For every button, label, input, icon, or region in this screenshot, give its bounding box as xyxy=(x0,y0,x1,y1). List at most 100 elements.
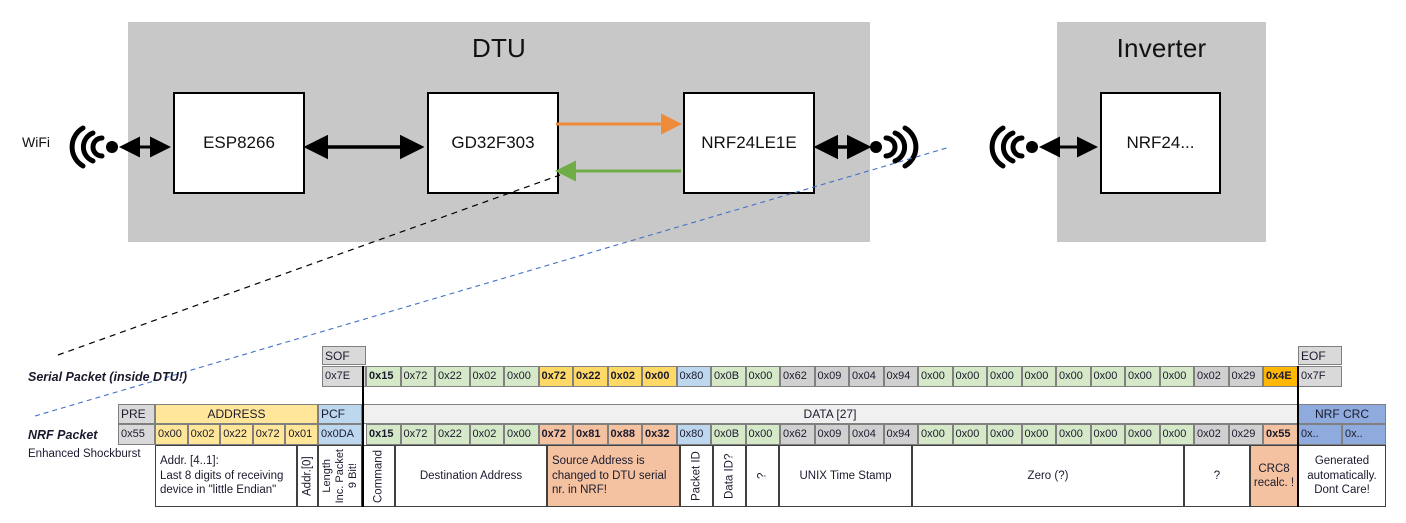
serial-byte-19: 0x00 xyxy=(1021,366,1056,387)
nrf-byte-14: 0x04 xyxy=(849,424,884,445)
serial-eof-header: EOF xyxy=(1298,346,1342,365)
nrf-byte-17: 0x00 xyxy=(952,424,987,445)
nrf-address-byte-1: 0x02 xyxy=(187,424,221,445)
desc-unix-timestamp: UNIX Time Stamp xyxy=(779,445,912,507)
serial-byte-14: 0x04 xyxy=(849,366,884,387)
desc-source-address-note: Source Address is changed to DTU serial … xyxy=(547,445,680,507)
nrf-address-header: ADDRESS xyxy=(155,404,318,424)
nrf-address-byte-0: 0x00 xyxy=(155,424,188,445)
serial-byte-17: 0x00 xyxy=(952,366,987,387)
inverter-rf-antenna-dot xyxy=(1026,141,1038,153)
nrf-crc-byte-1: 0x.. xyxy=(1342,424,1386,445)
serial-byte-25: 0x29 xyxy=(1228,366,1263,387)
nrf-byte-20: 0x00 xyxy=(1056,424,1091,445)
nrf-packet-sublabel: Enhanced Shockburst xyxy=(28,448,141,460)
nrf-data-header: DATA [27] xyxy=(362,404,1298,424)
desc-pcf-line1: 9 Bit! xyxy=(347,463,359,489)
nrf-byte-5: 0x72 xyxy=(538,424,573,445)
serial-eof-value: 0x7F xyxy=(1298,366,1342,387)
serial-byte-6: 0x22 xyxy=(573,366,608,387)
serial-byte-4: 0x00 xyxy=(504,366,539,387)
nrf-byte-4: 0x00 xyxy=(504,424,539,445)
serial-byte-24: 0x02 xyxy=(1194,366,1229,387)
nrf-byte-23: 0x00 xyxy=(1159,424,1194,445)
nrf-byte-18: 0x00 xyxy=(987,424,1022,445)
connector-right xyxy=(1297,366,1299,507)
nrf-pcf-header: PCF xyxy=(318,404,362,424)
nrf-byte-6: 0x81 xyxy=(573,424,608,445)
nrf-byte-3: 0x02 xyxy=(469,424,504,445)
nrf-byte-24: 0x02 xyxy=(1194,424,1229,445)
desc-command: Command xyxy=(362,445,395,507)
inverter-rf-antenna-icon xyxy=(989,125,1025,169)
serial-byte-1: 0x72 xyxy=(400,366,435,387)
nrf-pcf-value: 0x0DA xyxy=(318,424,362,445)
nrf-byte-25: 0x29 xyxy=(1228,424,1263,445)
nrf-byte-0: 0x15 xyxy=(366,424,401,445)
desc-packet-id: Packet ID xyxy=(680,445,713,507)
desc-addr0: Addr.[0] xyxy=(297,445,318,507)
serial-packet-label: Serial Packet (inside DTU!) xyxy=(28,370,188,384)
serial-byte-15: 0x94 xyxy=(883,366,918,387)
nrf-crc-header: NRF CRC xyxy=(1298,404,1386,424)
serial-byte-2: 0x22 xyxy=(435,366,470,387)
nrf-byte-19: 0x00 xyxy=(1021,424,1056,445)
desc-address-note: Addr. [4..1]:Last 8 digits of receiving … xyxy=(155,445,297,507)
nrf-byte-26: 0x55 xyxy=(1263,424,1298,445)
serial-byte-23: 0x00 xyxy=(1159,366,1194,387)
desc-data-id: Data ID? xyxy=(713,445,746,507)
serial-byte-12: 0x62 xyxy=(780,366,815,387)
nrf-address-byte-2: 0x22 xyxy=(220,424,253,445)
nrf-byte-9: 0x80 xyxy=(676,424,711,445)
nrf-byte-22: 0x00 xyxy=(1125,424,1160,445)
serial-byte-8: 0x00 xyxy=(642,366,677,387)
nrf-pre-value: 0x55 xyxy=(118,424,155,445)
nrf-byte-15: 0x94 xyxy=(883,424,918,445)
serial-byte-9: 0x80 xyxy=(676,366,711,387)
nrf-byte-8: 0x32 xyxy=(642,424,677,445)
serial-byte-26: 0x4E xyxy=(1263,366,1298,387)
nrf-byte-16: 0x00 xyxy=(918,424,953,445)
desc-zero: Zero (?) xyxy=(912,445,1184,507)
serial-byte-3: 0x02 xyxy=(469,366,504,387)
desc-nrf-crc-note: Generated automatically. Dont Care! xyxy=(1298,445,1386,507)
serial-byte-22: 0x00 xyxy=(1125,366,1160,387)
serial-byte-0: 0x15 xyxy=(366,366,401,387)
serial-byte-18: 0x00 xyxy=(987,366,1022,387)
desc-pcf-line3: Length xyxy=(321,459,333,493)
inverter-title: Inverter xyxy=(1116,33,1207,63)
nrf-byte-12: 0x62 xyxy=(780,424,815,445)
desc-pcf-note: 9 Bit! Inc. Packet Length xyxy=(318,445,362,507)
nrf-pre-header: PRE xyxy=(118,404,155,424)
serial-byte-16: 0x00 xyxy=(918,366,953,387)
wifi-label: WiFi xyxy=(22,134,50,150)
serial-byte-21: 0x00 xyxy=(1090,366,1125,387)
nrf-byte-13: 0x09 xyxy=(814,424,849,445)
nrf-byte-21: 0x00 xyxy=(1090,424,1125,445)
serial-byte-20: 0x00 xyxy=(1056,366,1091,387)
nrf-byte-2: 0x22 xyxy=(435,424,470,445)
dtu-title: DTU xyxy=(471,33,527,63)
nrf-address-byte-3: 0x72 xyxy=(252,424,286,445)
connector-left xyxy=(362,366,364,507)
nrf-byte-1: 0x72 xyxy=(400,424,435,445)
nrf-address-byte-4: 0x01 xyxy=(285,424,318,445)
nrf-crc-byte-0: 0x.. xyxy=(1298,424,1342,445)
nrf-byte-7: 0x88 xyxy=(607,424,642,445)
desc-destination-address: Destination Address xyxy=(395,445,547,507)
nrf-packet-label: NRF Packet xyxy=(28,428,98,442)
serial-byte-11: 0x00 xyxy=(745,366,780,387)
chip-nrf24: NRF24... xyxy=(1100,92,1221,194)
nrf-byte-10: 0x0B xyxy=(711,424,746,445)
serial-sof-header: SOF xyxy=(322,346,366,365)
desc-crc8: CRC8 recalc. ! xyxy=(1250,445,1298,507)
nrf-byte-11: 0x00 xyxy=(745,424,780,445)
serial-byte-10: 0x0B xyxy=(711,366,746,387)
serial-byte-7: 0x02 xyxy=(607,366,642,387)
desc-pcf-line2: Inc. Packet xyxy=(334,448,346,504)
serial-sof-value: 0x7E xyxy=(322,366,366,387)
serial-byte-13: 0x09 xyxy=(814,366,849,387)
desc-unknown-2: ? xyxy=(1184,445,1250,507)
serial-byte-5: 0x72 xyxy=(538,366,573,387)
